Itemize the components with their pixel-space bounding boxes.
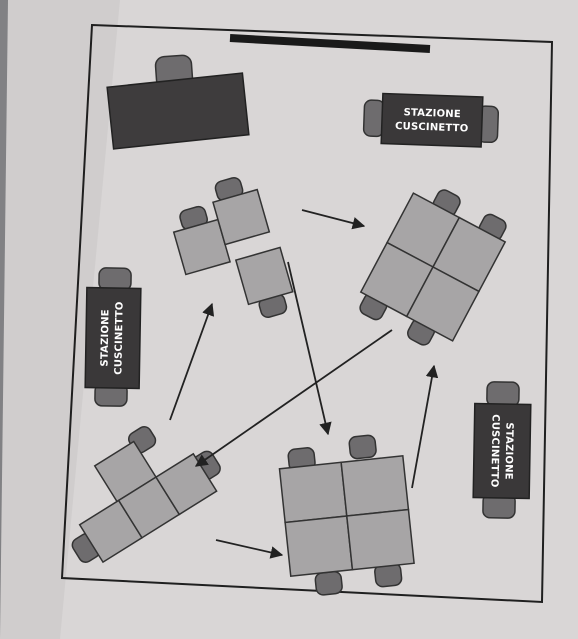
station-1-box [380, 92, 484, 148]
teacher-desk [106, 72, 250, 150]
station-3-label-line1: STAZIONE [502, 422, 514, 479]
station-3-label-line2: CUSCINETTO [488, 414, 500, 487]
station-2-chair-top [98, 267, 132, 291]
rotation-arrows [169, 209, 439, 559]
arrow-b-to-c [194, 329, 393, 467]
group-d-desk-4 [345, 508, 415, 571]
group-c-desk-4 [154, 452, 218, 516]
station-1-label-line2: CUSCINETTO [395, 121, 469, 135]
station-3-box [472, 402, 532, 500]
teacher-desk-group [106, 54, 250, 150]
page-shade [0, 0, 120, 639]
station-2-label-line2: CUSCINETTO [113, 301, 125, 374]
group-d-desk-2 [340, 455, 410, 517]
group-a-desk-2 [212, 188, 271, 246]
table-group-a [172, 177, 294, 319]
table-group-d [278, 434, 415, 596]
arrow-a-to-b [301, 209, 366, 230]
arrow-a-to-d [287, 261, 332, 436]
station-3-chair-top [486, 381, 520, 407]
table-group-b [359, 189, 507, 346]
group-d-chair-2 [348, 434, 377, 460]
group-d-desk-3 [284, 515, 354, 578]
cushion-station-1: STAZIONE CUSCINETTO [362, 92, 500, 148]
station-2-label-line1: STAZIONE [100, 309, 112, 366]
station-2-box [84, 286, 142, 390]
cushion-station-3: STAZIONE CUSCINETTO [472, 381, 532, 519]
room-outline [60, 23, 554, 604]
group-d-desk-1 [278, 461, 348, 524]
cushion-station-2: STAZIONE CUSCINETTO [84, 267, 142, 407]
station-1-label-line1: STAZIONE [403, 107, 461, 120]
group-d-chair-3 [314, 570, 343, 596]
table-group-c [71, 426, 221, 564]
arrow-c-to-a [169, 302, 215, 421]
blackboard [229, 34, 431, 53]
group-a-desk-3 [234, 246, 294, 306]
arrow-d-to-b [411, 364, 439, 489]
arrow-c-to-d [215, 539, 284, 559]
group-b-desk-4 [405, 265, 480, 342]
